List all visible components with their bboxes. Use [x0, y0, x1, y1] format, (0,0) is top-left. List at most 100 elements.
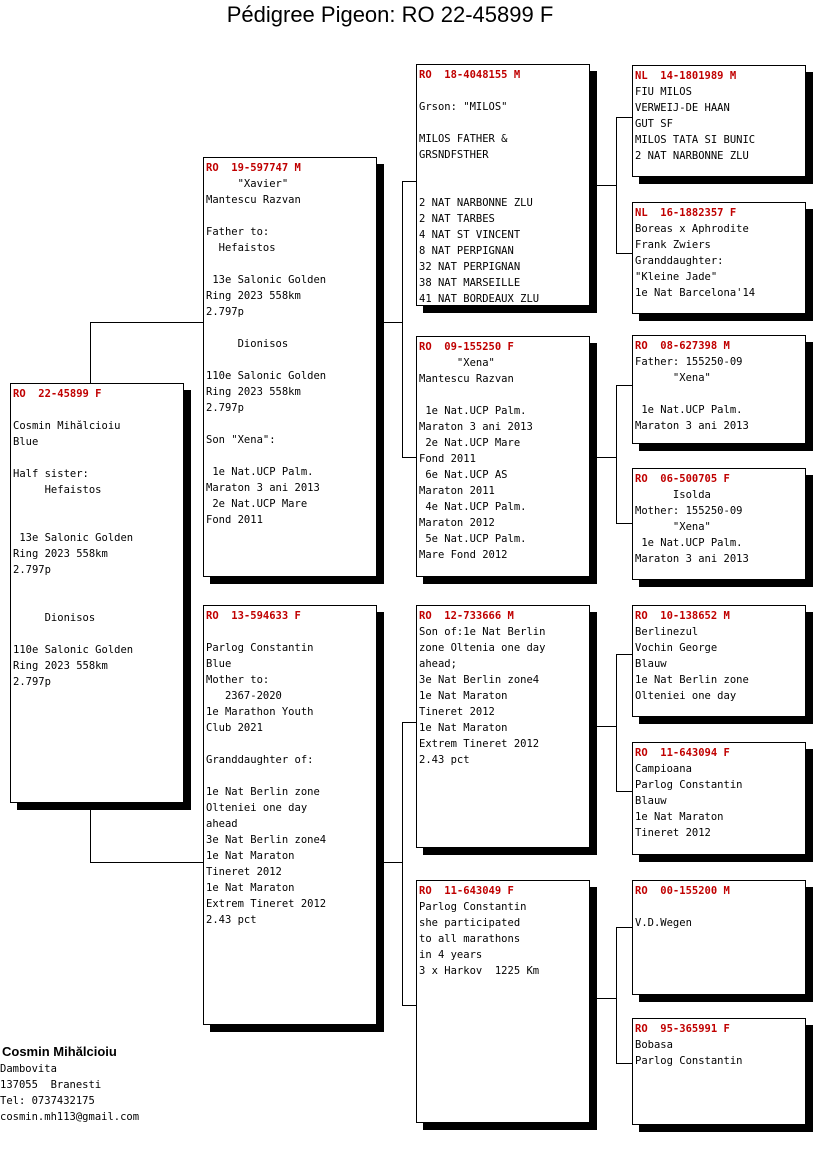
- connector: [402, 722, 403, 1006]
- card-line: 1e Nat Maraton: [206, 850, 295, 862]
- breeder-line: Dambovita: [0, 1063, 57, 1075]
- card-line: 2.797p: [13, 676, 51, 688]
- card-line: [13, 626, 181, 642]
- card-line: Dionisos: [206, 338, 289, 350]
- breeder-line: Tel: 0737432175: [0, 1095, 95, 1107]
- connector: [616, 253, 632, 254]
- card-line: 2.43 pct: [419, 754, 470, 766]
- card-line: 1e Marathon Youth: [206, 706, 314, 718]
- connector: [402, 181, 417, 182]
- card-line: [206, 256, 374, 272]
- connector: [616, 654, 632, 655]
- card-line: Parlog Constantin: [635, 779, 743, 791]
- card-line: [13, 450, 181, 466]
- card-line: 2 NAT NARBONNE ZLU: [635, 150, 749, 162]
- card-line: 1e Nat Barcelona'14: [635, 287, 756, 299]
- card-line: Tineret 2012: [206, 866, 282, 878]
- card-line: Maraton 2012: [419, 517, 495, 529]
- card-line: 41 NAT BORDEAUX ZLU: [419, 293, 540, 305]
- card-line: 2.797p: [13, 564, 51, 576]
- card-line: 2e Nat.UCP Mare: [206, 498, 308, 510]
- card-line: 3e Nat Berlin zone4: [419, 674, 540, 686]
- card-line: V.D.Wegen: [635, 917, 692, 929]
- card-line: GUT SF: [635, 118, 673, 130]
- card-line: Maraton 2011: [419, 485, 495, 497]
- ring-number: RO 11-643049 F: [419, 885, 514, 897]
- card-line: Tineret 2012: [635, 827, 711, 839]
- card-line: 2e Nat.UCP Mare: [419, 437, 521, 449]
- card-line: "Xena": [635, 521, 711, 533]
- card-line: [419, 387, 587, 403]
- card-line: 5e Nat.UCP Palm.: [419, 533, 527, 545]
- card-line: Fond 2011: [419, 453, 476, 465]
- card-line: in 4 years: [419, 949, 483, 961]
- card-line: 2.797p: [206, 306, 244, 318]
- card-line: 1e Nat Maraton: [206, 882, 295, 894]
- card-line: Berlinezul: [635, 626, 699, 638]
- card-line: Extrem Tineret 2012: [206, 898, 327, 910]
- connector: [90, 862, 204, 863]
- card-line: 38 NAT MARSEILLE: [419, 277, 521, 289]
- ring-number: RO 10-138652 M: [635, 610, 730, 622]
- card-line: Parlog Constantin: [206, 642, 314, 654]
- card-line: "Xena": [419, 357, 495, 369]
- card-line: 1e Nat Berlin zone: [206, 786, 320, 798]
- card-line: 1e Nat Berlin zone: [635, 674, 749, 686]
- card-line: 1e Nat.UCP Palm.: [635, 537, 743, 549]
- connector: [384, 322, 402, 323]
- card-line: Maraton 3 ani 2013: [635, 420, 749, 432]
- card-line: Olteniei one day: [635, 690, 737, 702]
- card-line: 4e Nat.UCP Palm.: [419, 501, 527, 513]
- card-line: Mantescu Razvan: [206, 194, 301, 206]
- connector: [384, 862, 402, 863]
- ring-number: RO 22-45899 F: [13, 388, 102, 400]
- card-line: Granddaughter:: [635, 255, 724, 267]
- card-line: she participated: [419, 917, 521, 929]
- card-line: 2 NAT TARBES: [419, 213, 495, 225]
- card-line: 13e Salonic Golden: [13, 532, 134, 544]
- card-line: 32 NAT PERPIGNAN: [419, 261, 521, 273]
- card-line: "Kleine Jade": [635, 271, 718, 283]
- card-line: Blue: [206, 658, 232, 670]
- connector: [402, 181, 403, 458]
- ring-number: RO 06-500705 F: [635, 473, 730, 485]
- card-line: Blauw: [635, 658, 667, 670]
- card-line: Mother: 155250-09: [635, 505, 743, 517]
- card-line: Parlog Constantin: [635, 1055, 743, 1067]
- connector: [616, 654, 617, 792]
- ring-number: RO 09-155250 F: [419, 341, 514, 353]
- card-line: 8 NAT PERPIGNAN: [419, 245, 514, 257]
- card-line: Son "Xena":: [206, 434, 276, 446]
- card-line: [419, 115, 587, 131]
- ring-number: NL 14-1801989 M: [635, 70, 737, 82]
- card-line: Hefaistos: [206, 242, 276, 254]
- ring-number: RO 08-627398 M: [635, 340, 730, 352]
- connector: [90, 322, 91, 384]
- card-line: 1e Nat.UCP Palm.: [419, 405, 527, 417]
- ring-number: RO 19-597747 M: [206, 162, 301, 174]
- card-line: 2.43 pct: [206, 914, 257, 926]
- card-line: 13e Salonic Golden: [206, 274, 327, 286]
- ring-number: RO 11-643094 F: [635, 747, 730, 759]
- connector: [616, 927, 617, 1064]
- connector: [402, 722, 417, 723]
- connector: [616, 523, 632, 524]
- card-line: Vochin George: [635, 642, 718, 654]
- connector: [616, 927, 632, 928]
- card-line: [419, 83, 587, 99]
- connector: [597, 457, 616, 458]
- card-line: [206, 448, 374, 464]
- connector: [402, 457, 417, 458]
- card-line: Father to:: [206, 226, 270, 238]
- card-line: FIU MILOS: [635, 86, 692, 98]
- ring-number: RO 13-594633 F: [206, 610, 301, 622]
- card-line: Campioana: [635, 763, 692, 775]
- card-line: "Xena": [635, 372, 711, 384]
- page-title: Pédigree Pigeon: RO 22-45899 F: [226, 2, 554, 27]
